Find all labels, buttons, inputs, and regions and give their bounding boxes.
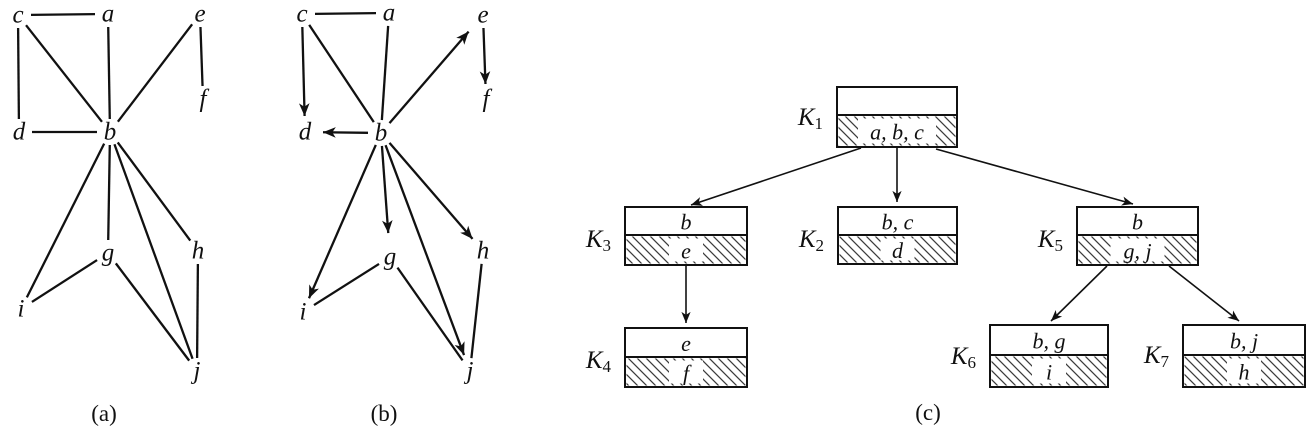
vertex-label-f: f: [483, 86, 493, 113]
vertex-label-b: b: [104, 119, 117, 146]
edge-b-h: [116, 141, 192, 242]
edge-b-e: [388, 30, 470, 124]
edge-b-j: [113, 143, 194, 360]
edge-g-i: [313, 262, 380, 307]
node-name-label-K3: K3: [585, 226, 611, 255]
vertex-label-d: d: [299, 119, 312, 146]
vertex-label-e: e: [194, 1, 205, 28]
node-name-label-K2: K2: [798, 226, 824, 255]
edge-b-i: [25, 143, 106, 298]
edge-c-a: [30, 12, 96, 17]
edge-c-a: [314, 11, 377, 16]
residual-label-backing: [1110, 238, 1165, 262]
edge-b-j: [384, 144, 466, 356]
clique-node-K6: b, g i K6: [950, 324, 1109, 388]
vertex-label-a: a: [102, 1, 115, 28]
edge-e-f: [199, 26, 204, 87]
separator-label: b: [681, 210, 692, 235]
residual-label: h: [1239, 360, 1250, 385]
vertex-label-g: g: [384, 244, 397, 271]
tree-edge-K5-K6: [1050, 265, 1108, 322]
edge-b-i: [307, 144, 377, 299]
clique-node-K5: b g, j K5: [1037, 206, 1199, 266]
separator-label: b: [1132, 210, 1143, 235]
edge-b-g: [380, 145, 393, 234]
vertex-label-g: g: [102, 240, 115, 267]
residual-label: e: [681, 239, 691, 264]
edge-b-g: [107, 144, 111, 241]
caption-c: (c): [915, 400, 941, 425]
vertex-label-d: d: [13, 119, 26, 146]
vertex-label-i: i: [18, 296, 25, 323]
edge-b-e: [116, 23, 194, 123]
node-name-label-K6: K6: [950, 343, 976, 372]
edge-a-b: [107, 26, 111, 120]
clique-node-K3: be K3: [585, 206, 748, 266]
node-name-label-K5: K5: [1037, 226, 1063, 255]
clique-node-K4: ef K4: [585, 327, 748, 388]
clique-node-K1: a, b, c K1: [797, 86, 958, 148]
node-name-label-K4: K4: [585, 347, 612, 376]
edge-e-f: [479, 27, 491, 85]
edge-h-j: [195, 263, 200, 359]
tree-edge-K5-K7: [1168, 265, 1240, 322]
residual-label-backing: [858, 118, 936, 144]
edge-c-b: [25, 24, 103, 123]
edge-g-j: [396, 266, 464, 362]
vertex-label-h: h: [192, 238, 205, 265]
vertex-label-i: i: [300, 299, 307, 326]
separator-label: b, g: [1033, 329, 1066, 354]
vertex-label-a: a: [383, 0, 396, 27]
edge-g-i: [31, 259, 98, 303]
edge-b-d: [322, 127, 369, 138]
residual-label-backing: [669, 360, 703, 384]
vertex-label-c: c: [12, 2, 23, 29]
residual-label-backing: [880, 238, 915, 261]
edge-g-j: [114, 262, 191, 362]
edge-h-j: [470, 263, 483, 359]
node-name-label-K1: K1: [797, 104, 823, 133]
edge-c-d: [16, 27, 21, 120]
vertex-label-e: e: [477, 2, 488, 29]
tree-edge-K1-K3: [690, 147, 862, 206]
residual-label: a, b, c: [870, 120, 924, 145]
edge-b-h: [388, 142, 474, 240]
vertex-label-h: h: [477, 238, 490, 265]
node-name-label-K7: K7: [1143, 342, 1170, 371]
clique-node-K2: b, c d K2: [798, 206, 958, 265]
tree-edge-K1-K5: [935, 148, 1134, 206]
panel-b-graph: c a e f d b g h i j: [296, 0, 492, 385]
separator-label: e: [681, 331, 691, 356]
separator-label: b, c: [882, 210, 914, 235]
edge-c-b: [308, 24, 375, 123]
clique-node-K7: b, j h K7: [1143, 324, 1306, 388]
residual-label: d: [892, 238, 904, 263]
edge-a-b: [380, 25, 390, 121]
vertex-label-f: f: [200, 86, 210, 113]
vertex-label-b: b: [375, 120, 388, 147]
vertex-label-c: c: [296, 1, 307, 28]
caption-a: (a): [91, 401, 117, 426]
caption-b: (b): [370, 401, 398, 426]
vertex-label-j: j: [464, 358, 474, 385]
vertex-label-j: j: [191, 358, 201, 385]
residual-label-backing: [1227, 358, 1261, 384]
residual-label: g, j: [1123, 239, 1151, 264]
separator-label: b, j: [1230, 329, 1258, 354]
residual-label-backing: [669, 238, 703, 262]
panel-a-graph: c a e f d b g h i j: [12, 1, 209, 385]
edge-c-d: [298, 26, 310, 117]
residual-label: i: [1046, 360, 1052, 385]
residual-label-backing: [1032, 358, 1066, 384]
residual-label: f: [683, 361, 692, 386]
